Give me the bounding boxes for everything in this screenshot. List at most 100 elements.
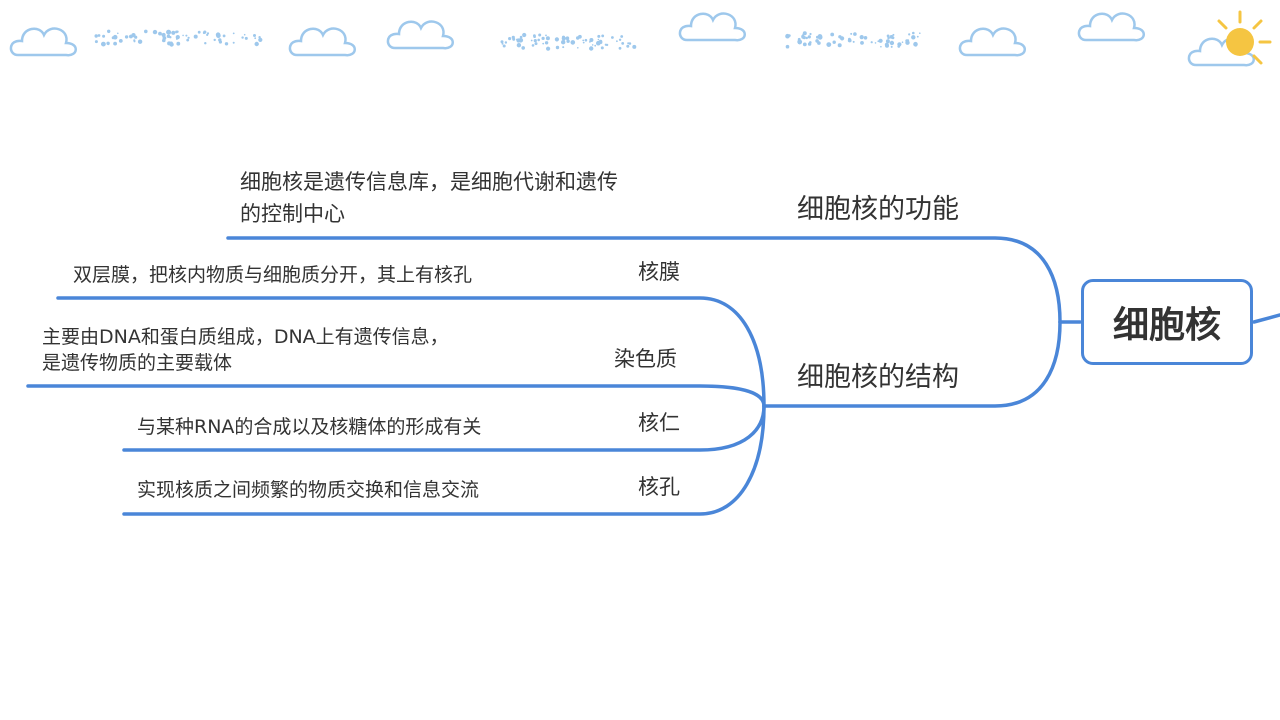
cloud-streak-dot xyxy=(826,42,832,47)
cloud-streak-dot xyxy=(577,47,579,49)
structure-nuclear-pore-label[interactable]: 核孔 xyxy=(638,475,680,499)
cloud-streaks xyxy=(94,29,921,51)
cloud-streak-dot xyxy=(838,35,842,39)
cloud-streak-dot xyxy=(166,29,171,35)
cloud-streak-dot xyxy=(901,41,904,43)
cloud-streak-dot xyxy=(802,42,807,47)
cloud-streak-dot xyxy=(513,39,515,41)
cloud-icon xyxy=(678,12,746,42)
cloud-streak-dot xyxy=(519,35,523,39)
connector-chromatin xyxy=(26,384,766,408)
cloud-streak-dot xyxy=(852,40,855,43)
cloud-streak-dot xyxy=(628,42,632,45)
cloud-streak-dot xyxy=(570,40,576,45)
cloud-streak-dot xyxy=(877,40,880,43)
cloud-streak-dot xyxy=(502,44,506,48)
nuclear-envelope-detail: 双层膜，把核内物质与细胞质分开，其上有核孔 xyxy=(73,264,473,286)
cloud-streak-dot xyxy=(582,39,585,42)
cloud-streak-dot xyxy=(504,41,508,44)
cloud-streak-dot xyxy=(175,35,180,40)
nuclear-pore-detail: 实现核质之间频繁的物质交换和信息交流 xyxy=(137,479,480,501)
cloud-streak-dot xyxy=(908,33,911,36)
cloud-streak-dot xyxy=(818,34,821,37)
cloud-streak-dot xyxy=(874,42,877,44)
cloud-streak-dot xyxy=(863,36,868,40)
cloud-streak-dot xyxy=(626,44,630,48)
connector-structure-branch xyxy=(762,320,1062,408)
cloud-streak-dot xyxy=(545,34,547,37)
cloud-streak-dot xyxy=(878,38,883,43)
cloud-streak-dot xyxy=(521,46,525,50)
cloud-streak-dot xyxy=(892,33,895,36)
cloud-streak-dot xyxy=(501,42,504,45)
cloud-streak-dot xyxy=(516,38,518,41)
cloud-streak-dot xyxy=(97,34,101,37)
cloud-streak-dot xyxy=(561,40,566,45)
cloud-streak-dot xyxy=(101,41,106,47)
cloud-streak-dot xyxy=(152,29,158,35)
cloud-streak-dot xyxy=(914,44,917,47)
cloud-streak-dot xyxy=(897,42,902,47)
cloud-streak-dot xyxy=(533,35,536,38)
branch-function-label[interactable]: 细胞核的功能 xyxy=(797,194,959,225)
cloud-streak-dot xyxy=(880,45,882,48)
cloud-streak-dot xyxy=(241,36,244,39)
cloud-streak-dot xyxy=(516,43,522,48)
cloud-streak-dot xyxy=(137,39,143,44)
cloud-streak-dot xyxy=(185,34,188,37)
cloud-streak-dot xyxy=(94,40,98,44)
cloud-streak-dot xyxy=(601,34,605,38)
cloud-streak-dot xyxy=(522,32,527,38)
cloud-streak-dot xyxy=(802,33,805,36)
cloud-border-decoration xyxy=(9,10,1272,67)
cloud-icon xyxy=(288,27,356,57)
cloud-streak-dot xyxy=(107,42,110,46)
cloud-streak-dot xyxy=(531,44,535,47)
cloud-streak-dot xyxy=(244,36,248,40)
cloud-streak-dot xyxy=(797,39,803,45)
cloud-streak-dot xyxy=(837,43,842,48)
cloud-streak-dot xyxy=(518,38,524,43)
cloud-streak-dot xyxy=(118,39,123,43)
structure-chromatin-label[interactable]: 染色质 xyxy=(614,347,677,371)
cloud-streak-dot xyxy=(561,36,566,41)
cloud-streak-dot xyxy=(253,34,256,37)
branch-structure-label[interactable]: 细胞核的结构 xyxy=(797,362,959,393)
cloud-icon xyxy=(386,20,454,50)
cloud-streak-dot xyxy=(94,34,98,38)
cloud-streak-dot xyxy=(830,32,835,37)
cloud-streak-dot xyxy=(144,29,148,34)
cloud-streak-dot xyxy=(889,40,895,46)
cloud-streak-dot xyxy=(224,42,229,46)
cloud-streak-dot xyxy=(541,36,545,41)
root-node[interactable]: 细胞核 xyxy=(1081,279,1253,365)
root-node-label: 细胞核 xyxy=(1112,305,1221,346)
cloud-streak-dot xyxy=(618,46,622,50)
cloud-icon xyxy=(1077,12,1145,42)
function-detail-line-1: 细胞核是遗传信息库，是细胞代谢和遗传 xyxy=(240,170,618,194)
cloud-streak-dot xyxy=(890,45,893,48)
cloud-streak-dot xyxy=(600,46,604,50)
cloud-streak-dot xyxy=(216,33,221,38)
connector-root-stub-right xyxy=(1252,313,1280,324)
cloud-streak-dot xyxy=(206,32,210,35)
cloud-streak-dot xyxy=(533,39,537,43)
cloud-streak-dot xyxy=(554,37,560,42)
cloud-streak-dot xyxy=(870,41,873,44)
cloud-icon xyxy=(9,27,77,57)
cloud-streak-dot xyxy=(182,34,184,37)
cloud-streak-dot xyxy=(809,41,812,44)
cloud-streak-dot xyxy=(544,41,549,45)
cloud-streak-dot xyxy=(916,35,919,38)
cloud-streak-dot xyxy=(555,45,560,50)
cloud-streak-dot xyxy=(807,35,811,39)
chromatin-detail: 主要由DNA和蛋白质组成，DNA上有遗传信息， 是遗传物质的主要载体 xyxy=(42,324,449,376)
structure-nucleolus-label[interactable]: 核仁 xyxy=(638,411,680,435)
cloud-streak-dot xyxy=(254,41,259,47)
function-detail: 细胞核是遗传信息库，是细胞代谢和遗传 的控制中心 xyxy=(240,166,618,230)
cloud-streak-dot xyxy=(187,36,190,39)
structure-nuclear-envelope-label[interactable]: 核膜 xyxy=(638,260,680,284)
cloud-streak-dot xyxy=(912,31,915,35)
cloud-streak-dot xyxy=(113,41,117,46)
